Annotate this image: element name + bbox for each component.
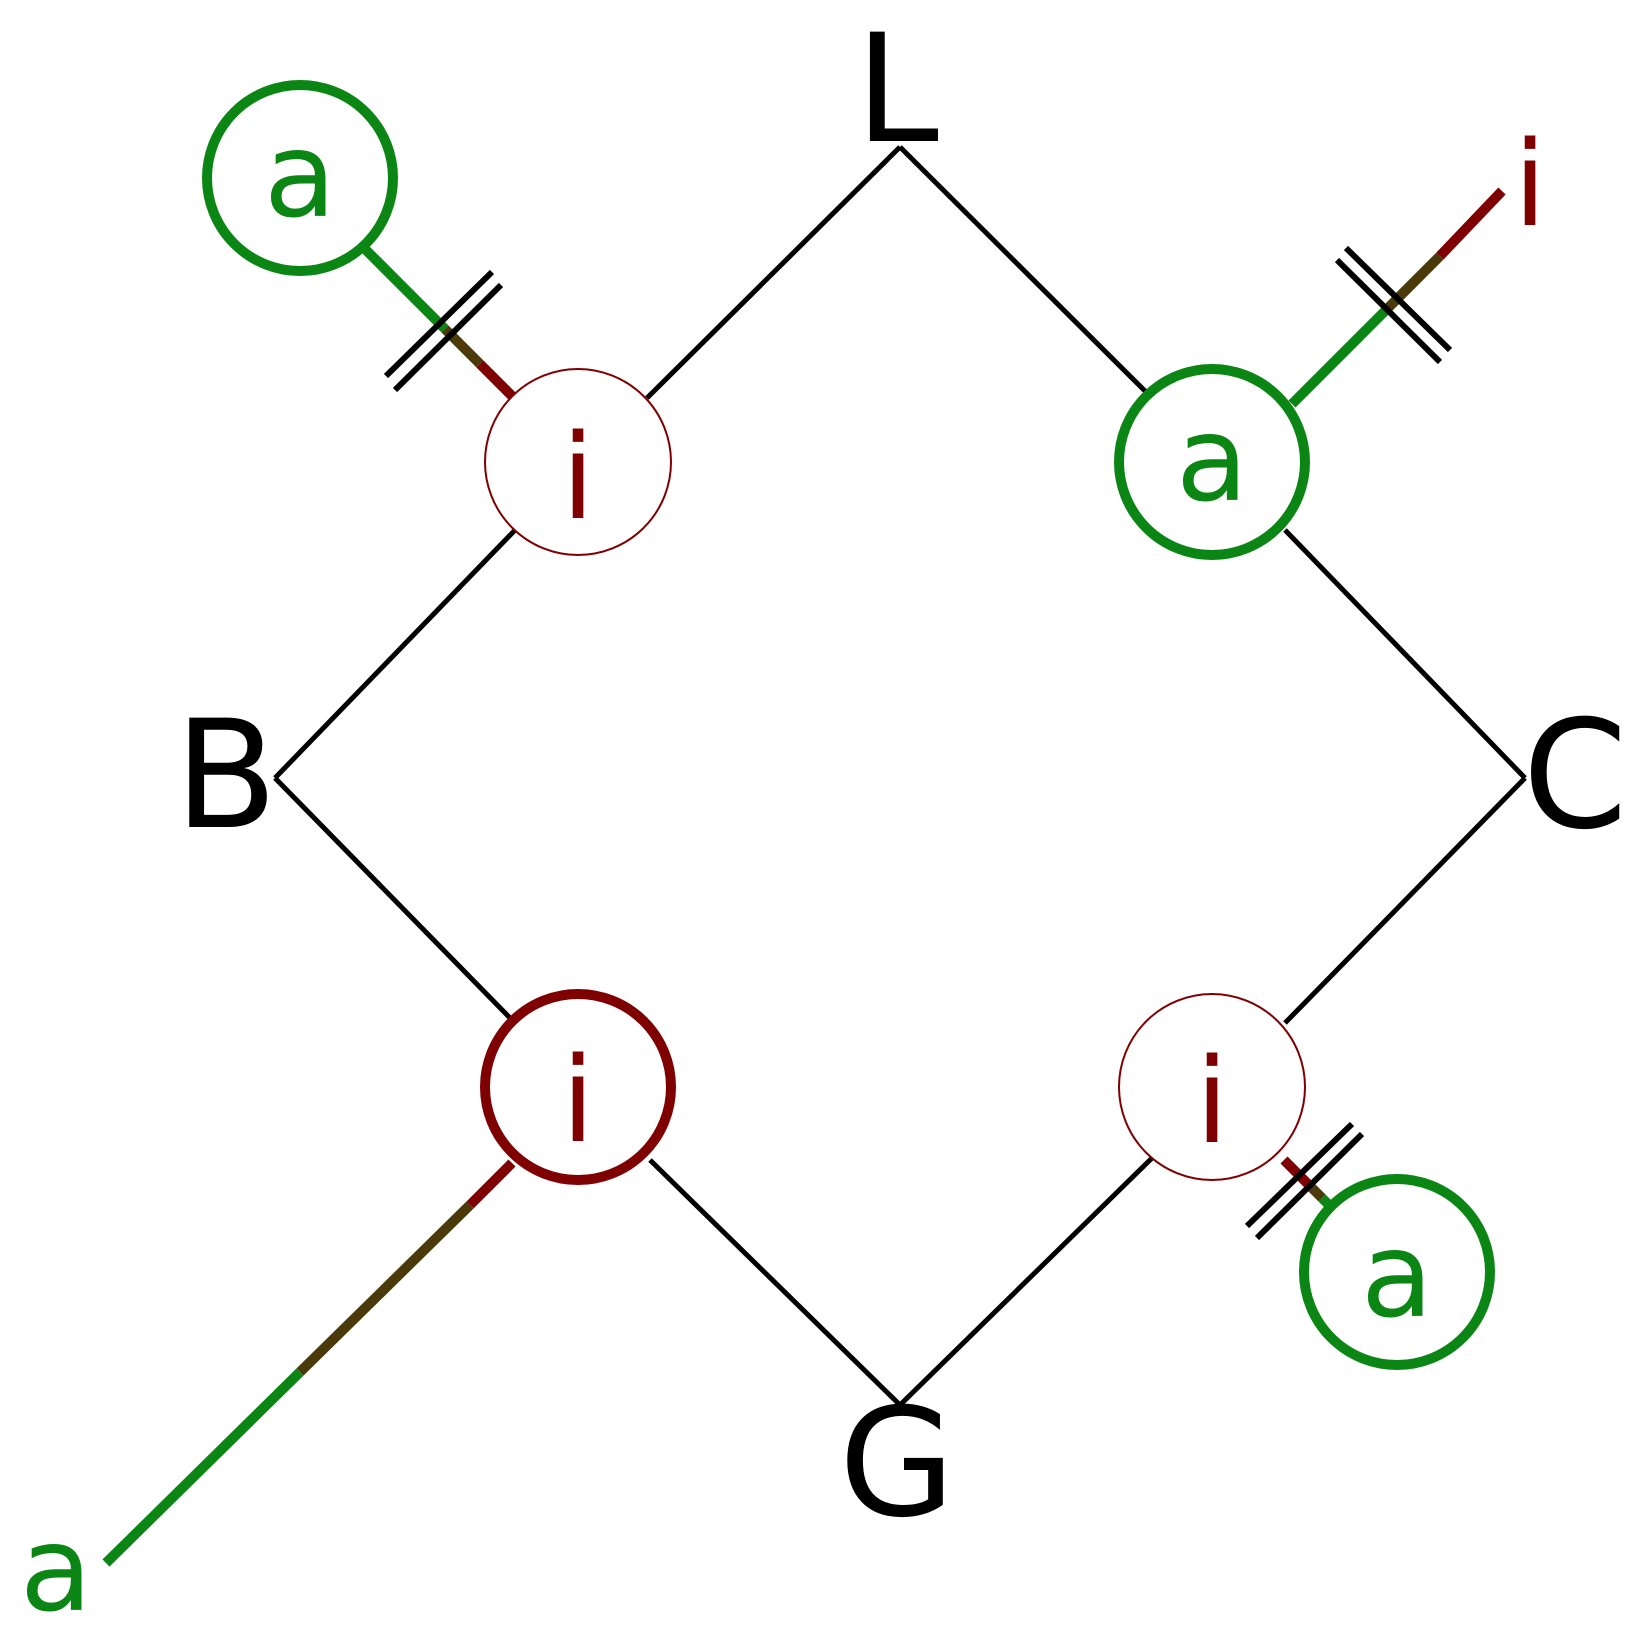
node-ll-label: i: [562, 1031, 595, 1169]
spoke-ul-green-segment: [359, 243, 449, 333]
node-ur-label: a: [1176, 390, 1248, 528]
edge-ur-to-c: [1283, 528, 1527, 780]
spoke-ll-green-segment: [102, 1368, 304, 1567]
satellite-lr-circle: [1299, 1174, 1495, 1370]
spoke-ur-mixed-segment: [1381, 252, 1444, 315]
edge-ul-to-b: [273, 526, 519, 780]
satellite-ul-circle: [202, 80, 398, 276]
satellite-lr-label: a: [1361, 1206, 1433, 1344]
spoke-ul-bar-1: [383, 269, 495, 379]
edge-ll-to-g: [648, 1158, 902, 1407]
satellite-lr: a: [1299, 1174, 1495, 1370]
spoke-lr-bar-2: [1254, 1131, 1365, 1241]
node-lr: i: [1118, 993, 1306, 1181]
satellite-ur-label: i: [1514, 115, 1547, 253]
spoke-lr-mixed-segment: [1306, 1182, 1326, 1202]
spoke-lr: [1244, 1121, 1365, 1241]
spoke-ur-bar-2: [1334, 257, 1443, 365]
vertex-label-g: G: [839, 1377, 955, 1551]
node-ul-label: i: [562, 408, 595, 546]
spoke-ul-bar-2: [392, 282, 504, 393]
edge-g-to-lr: [898, 1156, 1154, 1407]
node-lr-label: i: [1196, 1032, 1229, 1170]
spoke-ur-green-segment: [1288, 307, 1389, 408]
node-ur: a: [1114, 364, 1310, 560]
satellite-ur: i: [1514, 115, 1547, 253]
edge-l-to-ul: [645, 145, 902, 400]
node-ul: i: [484, 368, 672, 556]
edge-l-to-ur: [898, 145, 1154, 400]
edge-c-to-lr: [1283, 776, 1527, 1025]
node-ur-circle: [1114, 364, 1310, 560]
lattice-edges: [273, 145, 1527, 1407]
spoke-ul-red-segment: [476, 360, 520, 404]
spoke-lr-red-segment: [1280, 1156, 1314, 1190]
vertex-labels: L B C G: [175, 3, 1628, 1551]
node-ul-circle: [484, 368, 672, 556]
vertex-label-l: L: [855, 3, 939, 177]
satellite-ll-label: a: [20, 1500, 92, 1633]
node-ll-circle: [480, 989, 676, 1185]
edge-b-to-ll: [273, 776, 514, 1022]
spoke-ul: [359, 243, 520, 404]
spoke-ur-bar-1: [1343, 245, 1453, 353]
spoke-lr-bar-1: [1244, 1121, 1355, 1229]
vertex-label-c: C: [1523, 689, 1628, 863]
spoke-ur-red-segment: [1436, 187, 1506, 260]
vertex-label-b: B: [175, 689, 278, 863]
satellite-ll: a: [20, 1500, 92, 1638]
spoke-ll: [102, 1159, 516, 1567]
spoke-ur: [1288, 187, 1506, 408]
node-ll: i: [480, 989, 676, 1185]
spoke-ll-mixed-segment: [296, 1201, 474, 1376]
satellite-ul: a: [202, 80, 398, 276]
spoke-ll-red-segment: [466, 1159, 516, 1209]
satellite-ul-label: a: [264, 106, 336, 244]
node-lr-circle: [1118, 993, 1306, 1181]
